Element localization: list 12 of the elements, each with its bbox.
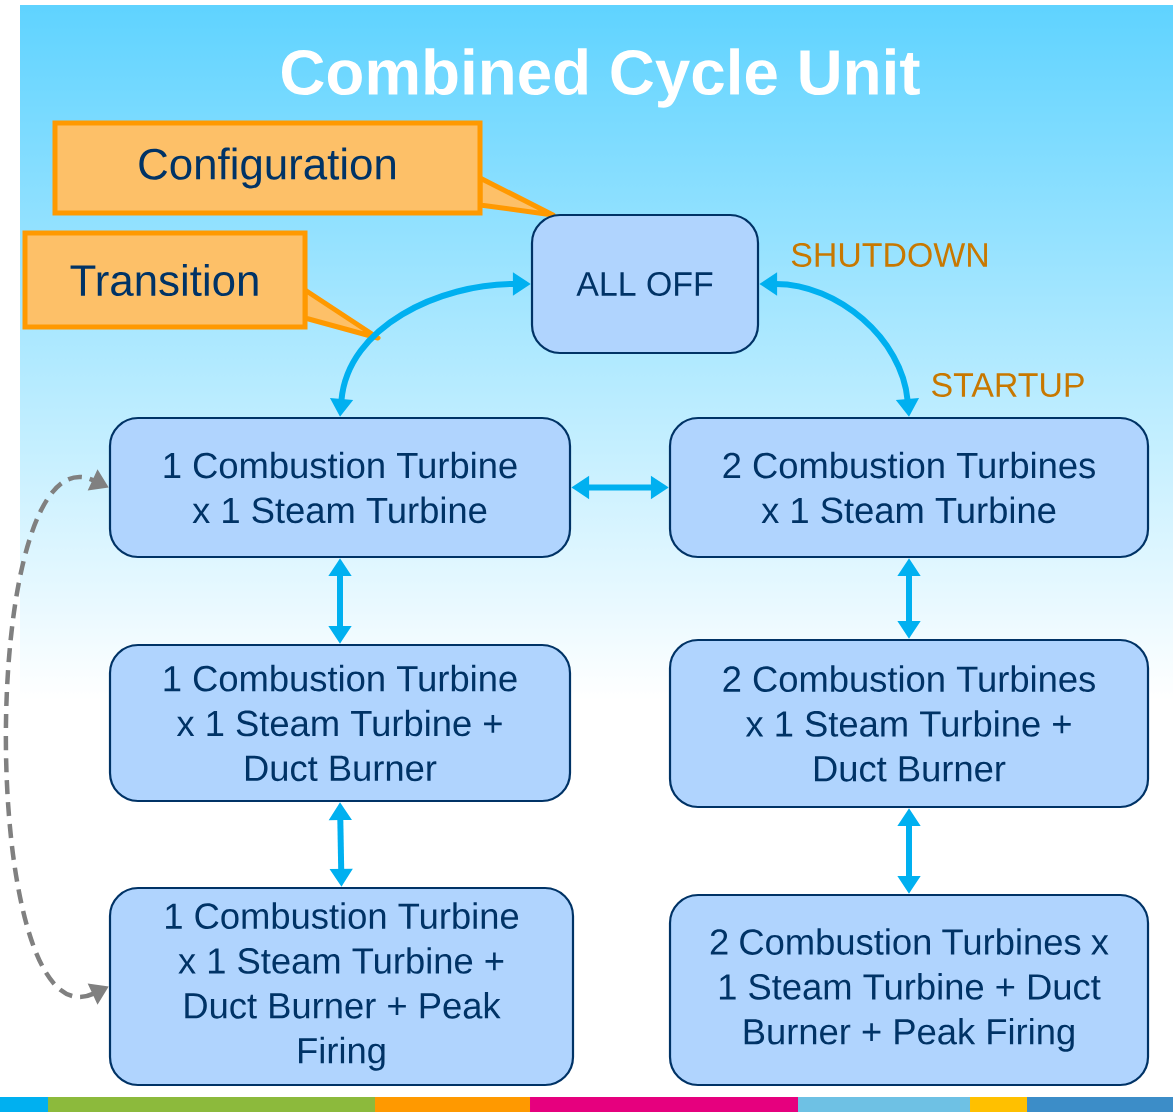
state-box: 2 Combustion Turbines x 1 Steam Turbine + Duct Burner + Peak Firing	[668, 893, 1150, 1087]
state-box: 2 Combustion Turbines x 1 Steam Turbine	[668, 416, 1150, 559]
state-box: 1 Combustion Turbine x 1 Steam Turbine + Duct Burner + Peak Firing	[108, 886, 575, 1087]
state-box: 2 Combustion Turbines x 1 Steam Turbine + Duct Burner	[668, 638, 1150, 809]
state-box: 1 Combustion Turbine x 1 Steam Turbine	[108, 416, 572, 559]
title: Combined Cycle Unit	[282, 48, 920, 108]
callout-box: Configuration	[52, 120, 556, 218]
state-box: ALL OFF	[530, 213, 760, 355]
state-box: 1 Combustion Turbine x 1 Steam Turbine + Duct Burner	[108, 643, 572, 803]
state-label: SHUTDOWN	[791, 243, 987, 267]
state-label: STARTUP	[932, 373, 1084, 397]
callout-box: Transition	[22, 230, 381, 341]
